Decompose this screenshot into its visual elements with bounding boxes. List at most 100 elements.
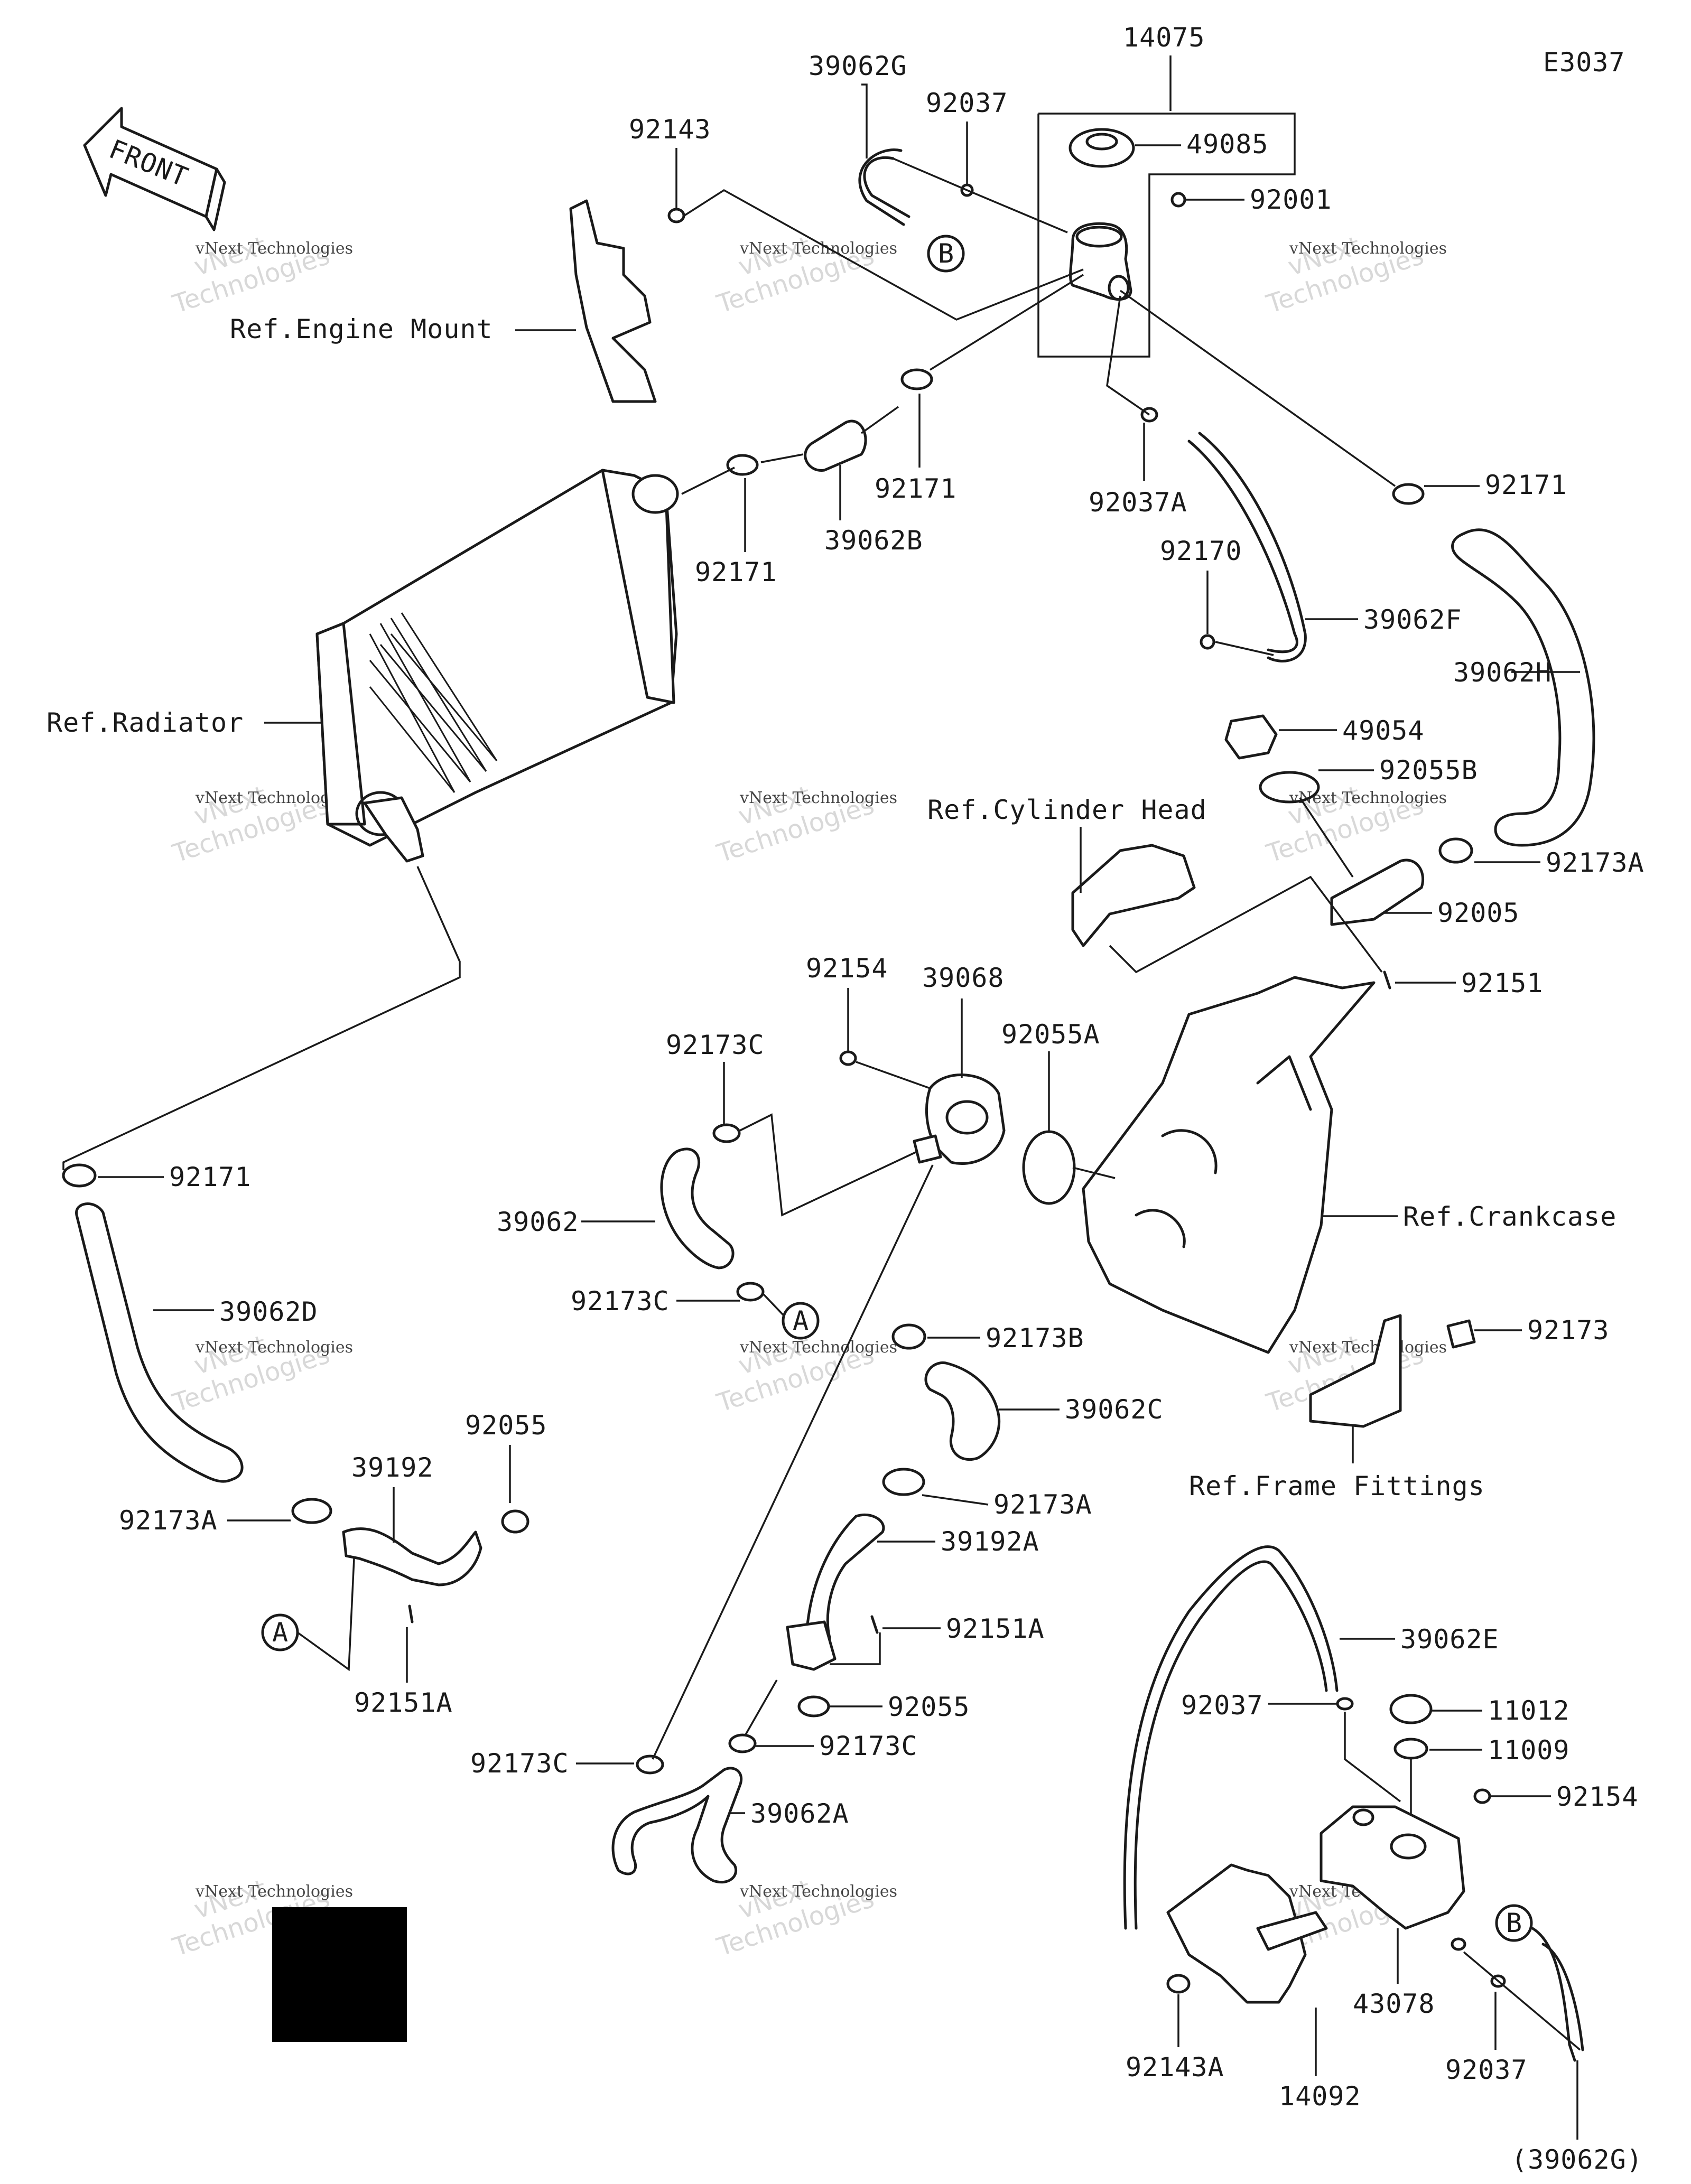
crankcase-part — [1082, 976, 1376, 1354]
label-92143A[interactable]: 92143A — [1126, 2052, 1224, 2083]
watermark-caption: vNext Technologies — [195, 1338, 353, 1357]
label-92154-mid[interactable]: 92154 — [806, 953, 888, 984]
label-ref-crankcase[interactable]: Ref.Crankcase — [1403, 1201, 1616, 1232]
frame-fittings-group: 92173 Ref.Frame Fittings — [1189, 1314, 1610, 1501]
clamp-92171-part — [900, 368, 933, 390]
label-39062G-ref[interactable]: (39062G) — [1511, 2144, 1643, 2175]
callout-b — [927, 235, 965, 273]
frame-fitting-bracket — [1309, 1314, 1402, 1428]
hose-39062D-part — [75, 1202, 244, 1483]
engine-mount-bracket — [569, 199, 657, 403]
radiator-core — [315, 469, 678, 847]
label-92055-left[interactable]: 92055 — [465, 1410, 547, 1441]
washer-92143A-part — [1166, 1974, 1191, 1994]
reservoir-tank-43078-part — [1320, 1805, 1465, 1930]
housing-92005-part — [1330, 858, 1425, 926]
callout-a-left-letter: A — [272, 1617, 289, 1648]
label-92005[interactable]: 92005 — [1437, 898, 1520, 928]
upper-hoses-group: 92171 39062B 92171 92037A 92170 39062F 9… — [695, 274, 1595, 847]
label-92151[interactable]: 92151 — [1461, 968, 1544, 998]
crankcase-group: Ref.Crankcase 92055A 39068 92154 92173C … — [497, 953, 1616, 1354]
label-92171-d[interactable]: 92171 — [169, 1162, 252, 1192]
oring-92055A-part — [1022, 1130, 1076, 1205]
watermark-caption: vNext Technologies — [739, 789, 897, 807]
label-92173C-low2[interactable]: 92173C — [470, 1748, 569, 1779]
label-92173C-low1[interactable]: 92173C — [819, 1731, 918, 1761]
label-43078[interactable]: 43078 — [1353, 1989, 1435, 2019]
hose-39062C-part — [924, 1361, 1001, 1461]
hose-39062G-part — [863, 156, 910, 218]
label-11012[interactable]: 11012 — [1488, 1695, 1570, 1726]
label-39192[interactable]: 39192 — [351, 1452, 434, 1483]
hose-39062E-part — [1123, 1545, 1339, 1930]
cylinder-head-part — [1071, 844, 1196, 947]
label-92173C-top[interactable]: 92173C — [666, 1030, 765, 1060]
label-92171-c[interactable]: 92171 — [1485, 470, 1567, 500]
front-arrow-icon: FRONT — [83, 107, 226, 231]
label-39062A[interactable]: 39062A — [750, 1798, 849, 1829]
label-92055A[interactable]: 92055A — [1001, 1019, 1100, 1050]
label-14075[interactable]: 14075 — [1123, 22, 1205, 53]
pipe-39192-part — [342, 1527, 482, 1586]
tank-cap-11012-part — [1389, 1694, 1433, 1724]
label-92173C-mid[interactable]: 92173C — [571, 1286, 670, 1317]
label-92173A-mid[interactable]: 92173A — [993, 1489, 1092, 1520]
watermark-caption: vNext Technologies — [1289, 239, 1447, 258]
radiator-group: Ref.Radiator — [47, 466, 735, 863]
callout-a-letter: A — [793, 1305, 809, 1336]
label-92171-b[interactable]: 92171 — [695, 557, 777, 587]
reservoir-cover-14092-part — [1166, 1863, 1307, 2004]
label-92154-right[interactable]: 92154 — [1556, 1781, 1639, 1812]
label-39062C[interactable]: 39062C — [1065, 1394, 1164, 1425]
callout-b-right — [1495, 1904, 1533, 1942]
label-92151A-right[interactable]: 92151A — [946, 1613, 1045, 1644]
watermark-caption: vNext Technologies — [739, 1882, 897, 1901]
label-92173A-left[interactable]: 92173A — [119, 1505, 218, 1536]
label-39062F[interactable]: 39062F — [1363, 604, 1462, 635]
hose-39062B-part — [804, 419, 867, 472]
label-92170[interactable]: 92170 — [1160, 536, 1242, 566]
label-92001[interactable]: 92001 — [1250, 184, 1332, 215]
label-39062G[interactable]: 39062G — [809, 51, 907, 81]
label-92143[interactable]: 92143 — [629, 114, 711, 145]
callout-b-right-letter: B — [1506, 1908, 1522, 1938]
cylinder-head-group: 49054 92055B 92005 92173A 92151 Ref.Cyli… — [927, 714, 1644, 998]
label-ref-frame-fittings[interactable]: Ref.Frame Fittings — [1189, 1471, 1485, 1501]
hose-end-part — [1531, 1927, 1576, 2062]
label-ref-cylinder-head[interactable]: Ref.Cylinder Head — [927, 795, 1207, 825]
reservoir-group: 39062E 92037 11012 11009 92154 43078 140… — [1123, 1545, 1643, 2175]
label-39068[interactable]: 39068 — [922, 963, 1005, 993]
label-11009[interactable]: 11009 — [1488, 1735, 1570, 1766]
label-ref-radiator[interactable]: Ref.Radiator — [47, 707, 244, 738]
label-39062[interactable]: 39062 — [497, 1207, 579, 1237]
label-92037-right[interactable]: 92037 — [1181, 1690, 1263, 1721]
label-14092[interactable]: 14092 — [1279, 2081, 1361, 2112]
hose-39062F-part — [1187, 440, 1298, 654]
gasket-92055B-part — [1259, 771, 1320, 804]
label-92055-mid[interactable]: 92055 — [888, 1692, 970, 1722]
left-lower-group: 92171 39062D 92173A 39192 92055 A 92151A — [62, 866, 547, 1718]
callout-a — [782, 1302, 820, 1340]
label-92151A-left[interactable]: 92151A — [354, 1687, 453, 1718]
label-92173B[interactable]: 92173B — [986, 1323, 1084, 1354]
label-92037-top[interactable]: 92037 — [926, 88, 1008, 118]
hose-39062H-part — [1451, 528, 1595, 847]
filler-neck-group: 14075 49085 92001 39062G 92037 B 92143 — [230, 22, 1332, 403]
label-92173[interactable]: 92173 — [1527, 1315, 1610, 1346]
watermark-caption: vNext Technologies — [739, 1338, 897, 1357]
watermark-caption: vNext Technologies — [1289, 1338, 1447, 1357]
label-39062B[interactable]: 39062B — [824, 525, 923, 556]
label-49054[interactable]: 49054 — [1342, 715, 1425, 746]
label-92037-bottom[interactable]: 92037 — [1445, 2055, 1528, 2085]
label-ref-engine-mount[interactable]: Ref.Engine Mount — [230, 314, 493, 344]
label-49085[interactable]: 49085 — [1186, 129, 1269, 160]
label-92173A-right[interactable]: 92173A — [1546, 847, 1644, 878]
label-39062D[interactable]: 39062D — [219, 1296, 318, 1327]
label-39192A[interactable]: 39192A — [941, 1526, 1039, 1557]
label-39062E[interactable]: 39062E — [1400, 1624, 1499, 1655]
label-92037A[interactable]: 92037A — [1089, 487, 1187, 518]
label-92055B[interactable]: 92055B — [1379, 755, 1478, 786]
pump-cover-39068-part — [925, 1074, 1006, 1165]
label-92171-a[interactable]: 92171 — [875, 473, 957, 504]
